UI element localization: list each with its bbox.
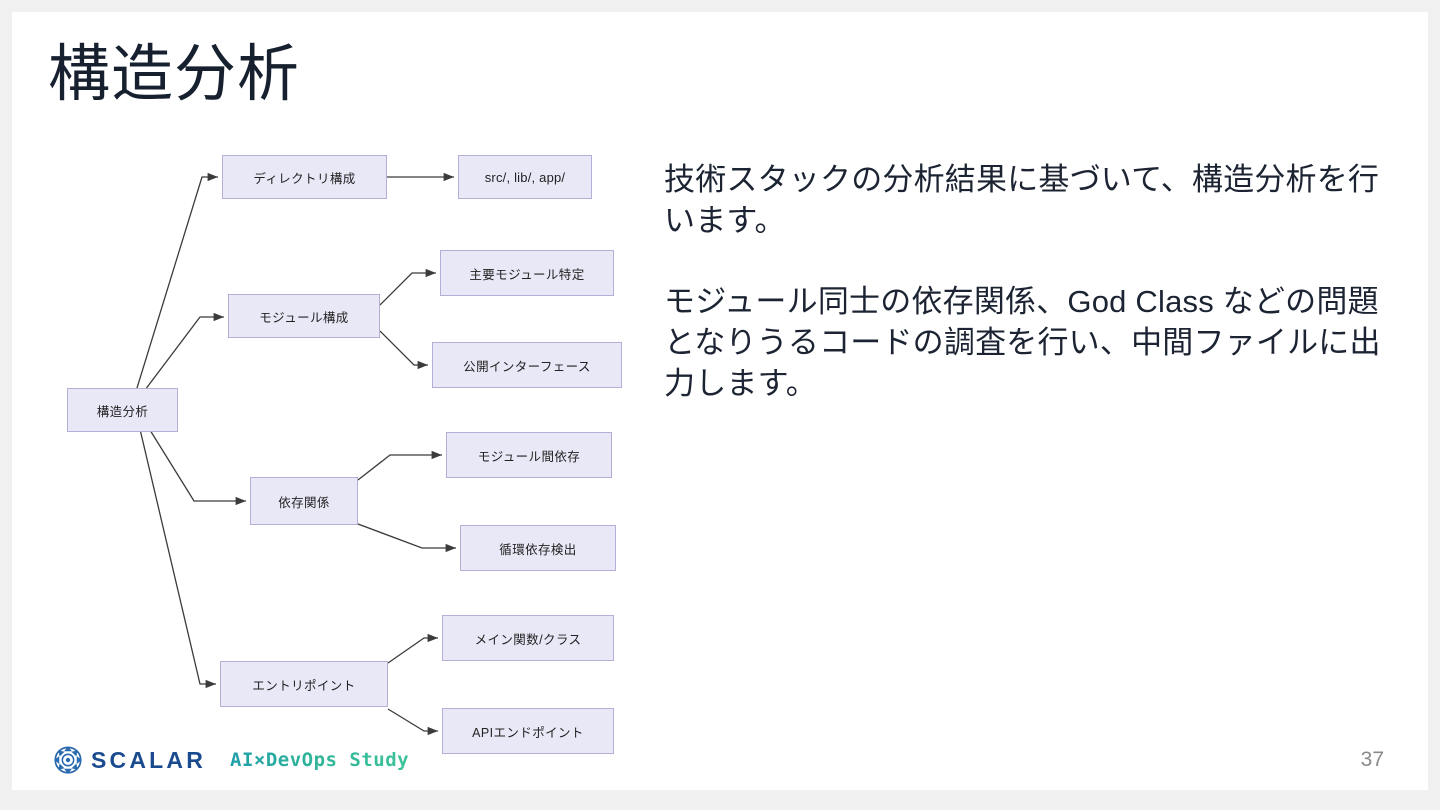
brand-name: SCALAR: [91, 746, 207, 773]
slide-canvas: 構造分析: [12, 12, 1428, 790]
study-tagline: AI×DevOps Study: [230, 749, 410, 771]
page-title: 構造分析: [48, 40, 301, 109]
diagram-edges: [136, 172, 456, 736]
diagram-node-src-lib-app[interactable]: src/, lib/, app/: [458, 155, 592, 199]
diagram-node-module-structure[interactable]: モジュール構成: [228, 294, 380, 338]
brand-lockup: SCALAR AI×DevOps Study: [54, 746, 409, 774]
diagram-node-public-interface[interactable]: 公開インターフェース: [432, 342, 622, 388]
diagram-node-main-modules[interactable]: 主要モジュール特定: [440, 250, 614, 296]
diagram-node-inter-module-dependency[interactable]: モジュール間依存: [446, 432, 612, 478]
diagram-node-circular-dependency[interactable]: 循環依存検出: [460, 525, 616, 571]
diagram-node-root[interactable]: 構造分析: [67, 388, 178, 432]
page-number: 37: [1360, 748, 1384, 771]
diagram-node-entry-point[interactable]: エントリポイント: [220, 661, 388, 707]
body-paragraph-2: モジュール同士の依存関係、God Class などの問題となりうるコードの調査を…: [664, 283, 1381, 401]
diagram-node-main-function-class[interactable]: メイン関数/クラス: [442, 615, 614, 661]
diagram-node-dependency[interactable]: 依存関係: [250, 477, 358, 525]
scalar-logo-icon: [54, 746, 82, 774]
diagram-node-api-endpoint[interactable]: APIエンドポイント: [442, 708, 614, 754]
body-paragraph-1: 技術スタックの分析結果に基づいて、構造分析を行います。: [664, 162, 1380, 238]
diagram-node-directory-structure[interactable]: ディレクトリ構成: [222, 155, 387, 199]
body-copy: 技術スタックの分析結果に基づいて、構造分析を行います。 モジュール同士の依存関係…: [664, 160, 1404, 405]
structure-analysis-diagram: 構造分析 ディレクトリ構成 モジュール構成 依存関係 エントリポイント src/…: [42, 137, 642, 762]
slide-footer: SCALAR AI×DevOps Study 37: [12, 720, 1428, 790]
